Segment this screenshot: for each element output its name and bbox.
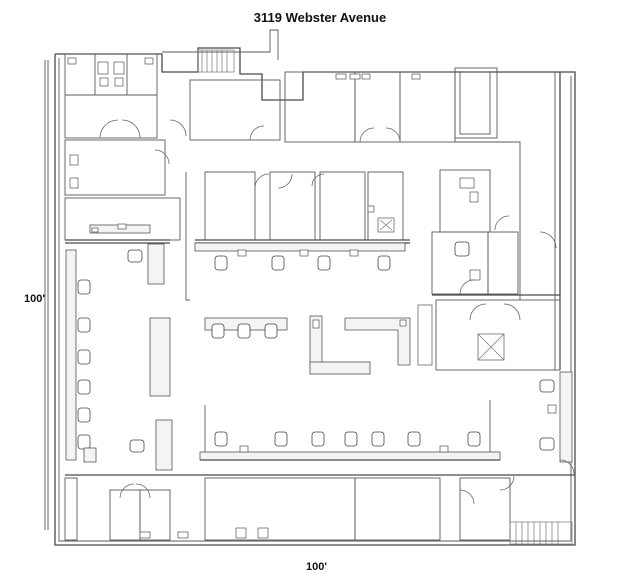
restroom-top-left — [64, 53, 158, 139]
right-rooms — [431, 72, 561, 370]
bottom-dimension-label: 100' — [306, 561, 327, 573]
right-workstations — [539, 371, 575, 475]
upper-workstations — [194, 242, 406, 271]
stairs-bottom-right — [509, 521, 573, 545]
second-row-offices — [185, 171, 410, 301]
left-dimension-label: 100' — [24, 293, 45, 305]
left-rooms — [64, 139, 181, 244]
elevator — [417, 299, 561, 371]
lower-workstations — [199, 400, 501, 461]
left-workstations — [65, 243, 173, 471]
plan-title: 3119 Webster Avenue — [253, 10, 387, 25]
top-offices — [169, 67, 498, 143]
exterior-walls — [44, 29, 576, 546]
bottom-rooms — [64, 474, 575, 541]
center-desks — [149, 315, 411, 397]
stairs-top — [197, 49, 235, 73]
